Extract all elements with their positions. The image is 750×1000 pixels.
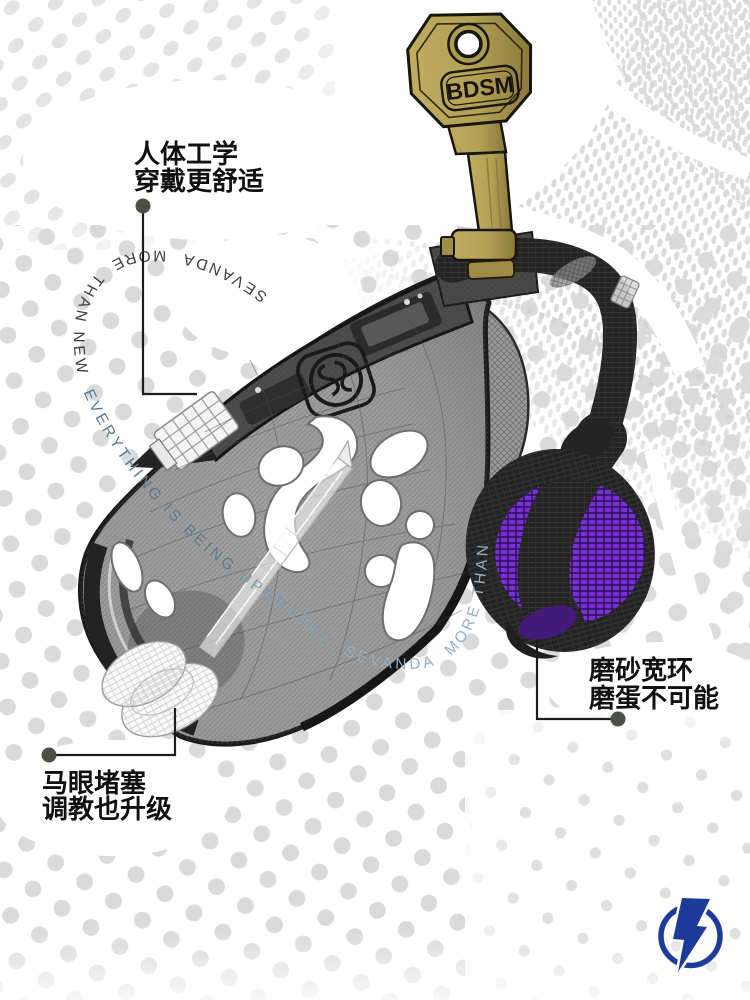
svg-text:磨砂宽环: 磨砂宽环	[589, 655, 693, 685]
svg-text:人体工学: 人体工学	[134, 139, 238, 169]
svg-text:穿戴更舒适: 穿戴更舒适	[134, 166, 264, 196]
svg-text:调教也升级: 调教也升级	[42, 794, 172, 824]
svg-text:马眼堵塞: 马眼堵塞	[42, 768, 146, 798]
svg-text:磨蛋不可能: 磨蛋不可能	[589, 683, 719, 713]
